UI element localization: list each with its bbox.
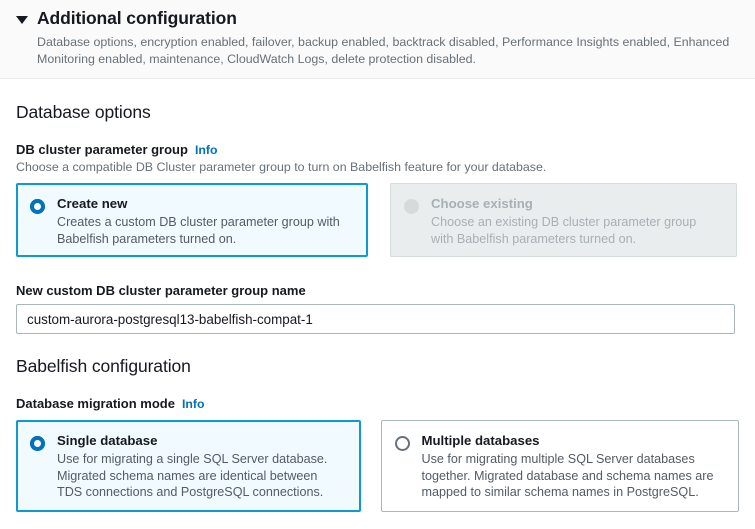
db-cluster-parameter-group-label-row: DB cluster parameter group Info [16,142,739,157]
radio-card-single-database-title: Single database [57,433,158,448]
radio-card-create-new-description: Creates a custom DB cluster parameter gr… [57,215,340,246]
radio-card-single-database-description: Use for migrating a single SQL Server da… [57,452,328,499]
radio-card-multiple-databases-text: Multiple databases Use for migrating mul… [421,433,724,499]
page-title: Additional configuration [37,8,237,28]
info-link-migration-mode[interactable]: Info [181,397,205,411]
radio-card-multiple-databases-title: Multiple databases [421,433,540,448]
radio-card-multiple-databases-description: Use for migrating multiple SQL Server da… [421,452,714,499]
additional-configuration-summary: Database options, encryption enabled, fa… [37,35,730,66]
migration-mode-choice-group: Single database Use for migrating a sing… [16,420,739,512]
new-custom-group-name-label: New custom DB cluster parameter group na… [16,283,306,298]
radio-card-choose-existing-description: Choose an existing DB cluster parameter … [431,215,697,246]
radio-card-multiple-databases[interactable]: Multiple databases Use for migrating mul… [380,420,739,512]
database-migration-mode-label: Database migration mode [16,396,175,411]
db-cluster-parameter-group-hint: Choose a compatible DB Cluster parameter… [16,160,547,174]
radio-button-single-database[interactable] [30,436,45,451]
new-custom-group-name-input[interactable] [16,304,735,334]
db-cluster-parameter-group-label: DB cluster parameter group [16,142,188,157]
additional-configuration-toggle[interactable]: Additional configuration [16,8,739,29]
database-options-heading: Database options [16,102,151,122]
parameter-group-choice-group: Create new Creates a custom DB cluster p… [16,183,739,257]
additional-configuration-section: Additional configuration Database option… [0,0,755,79]
radio-button-choose-existing [404,199,419,214]
babelfish-configuration-heading: Babelfish configuration [16,356,191,376]
radio-card-choose-existing-text: Choose existing Choose an existing DB cl… [431,196,722,246]
radio-card-create-new-text: Create new Creates a custom DB cluster p… [57,196,353,246]
radio-card-create-new[interactable]: Create new Creates a custom DB cluster p… [16,183,368,257]
database-migration-mode-label-row: Database migration mode Info [16,396,739,411]
radio-card-single-database[interactable]: Single database Use for migrating a sing… [16,420,361,512]
radio-card-create-new-title: Create new [57,196,128,211]
radio-card-choose-existing: Choose existing Choose an existing DB cl… [390,183,737,257]
radio-card-choose-existing-title: Choose existing [431,196,533,211]
info-link-parameter-group[interactable]: Info [194,143,218,157]
radio-button-multiple-databases[interactable] [394,436,410,451]
caret-down-icon[interactable] [16,15,28,24]
radio-card-single-database-text: Single database Use for migrating a sing… [57,433,346,499]
radio-button-create-new[interactable] [30,199,45,214]
